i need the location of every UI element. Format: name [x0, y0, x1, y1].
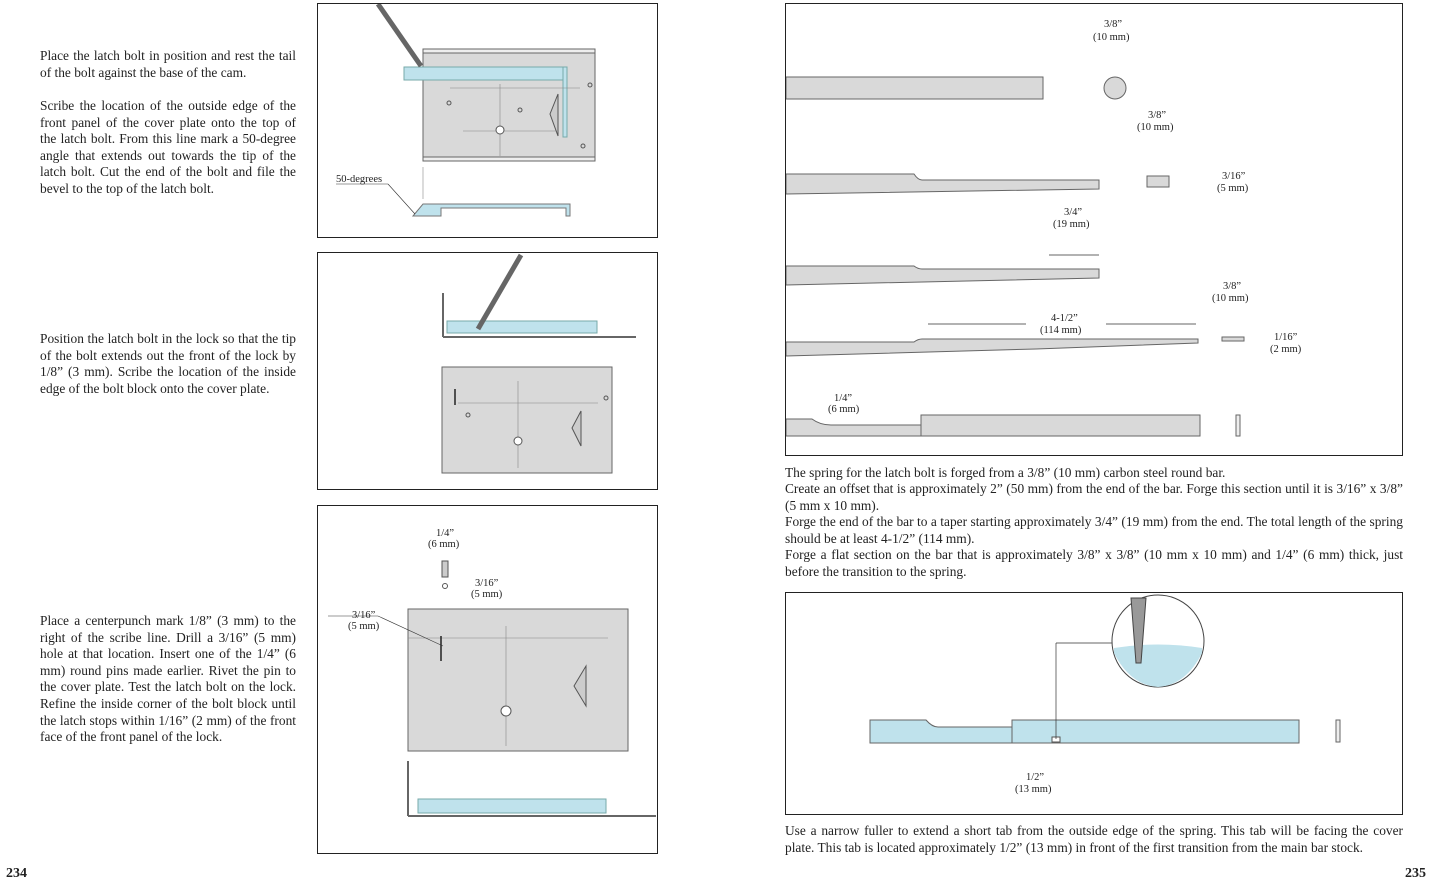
- dim-label: 4-1/2”: [1051, 313, 1078, 324]
- dim-label: 1/16”: [1274, 332, 1298, 343]
- dim-label: 3/4”: [1064, 207, 1082, 218]
- dim-label: (13 mm): [1015, 784, 1052, 795]
- pin-dim-label: 1/4”: [436, 528, 454, 539]
- instruction-paragraph: Forge a flat section on the bar that is …: [785, 547, 1403, 579]
- dim-label: 1/4”: [834, 393, 852, 404]
- lock-diagram: 50-degrees: [336, 4, 596, 217]
- instruction-paragraph: Place a centerpunch mark 1/8” (3 mm) to …: [40, 613, 296, 745]
- instruction-paragraph: Forge the end of the bar to a taper star…: [785, 514, 1403, 546]
- dim-label: (6 mm): [828, 404, 860, 415]
- dim-label: 1/2”: [1026, 772, 1044, 783]
- figure-scribe-bevel: 50-degrees: [317, 3, 658, 238]
- dim-label: 3/16”: [1222, 171, 1246, 182]
- pin-dim-mm: (6 mm): [428, 539, 460, 550]
- instruction-paragraph: Position the latch bolt in the lock so t…: [40, 331, 296, 396]
- dim-label: (114 mm): [1040, 325, 1082, 336]
- instruction-paragraph: Create an offset that is approximately 2…: [785, 481, 1403, 513]
- dim-label: (5 mm): [1217, 183, 1249, 194]
- lock-diagram: [441, 253, 636, 474]
- lock-diagram: 1/4” (6 mm) 3/16” (5 mm) 3/16” (5 mm): [328, 528, 656, 817]
- figure-position-bolt: [317, 252, 658, 490]
- dim-label: (19 mm): [1053, 219, 1090, 230]
- page-number: 234: [6, 866, 27, 881]
- spring-tab-diagram: 1/2” (13 mm): [869, 594, 1341, 795]
- figure-spring-forging: 3/8” (10 mm) 3/8” (10 mm) 3/16” (5 mm) 3…: [785, 3, 1403, 456]
- dim-label: (10 mm): [1137, 122, 1174, 133]
- angle-label: 50-degrees: [336, 174, 382, 185]
- hole-dim-mm: (5 mm): [471, 589, 503, 600]
- offset-dim-mm: (5 mm): [348, 621, 380, 632]
- instruction-paragraph: Place the latch bolt in position and res…: [40, 48, 296, 80]
- page-number: 235: [1405, 866, 1426, 881]
- dim-label: 3/8”: [1148, 110, 1166, 121]
- instruction-paragraph: Scribe the location of the outside edge …: [40, 98, 296, 196]
- figure-fuller-tab: 1/2” (13 mm): [785, 592, 1403, 815]
- dim-label: 3/8”: [1104, 19, 1122, 30]
- figure-pin-rivet: 1/4” (6 mm) 3/16” (5 mm) 3/16” (5 mm): [317, 505, 658, 854]
- dim-label: (10 mm): [1093, 32, 1130, 43]
- dim-label: (10 mm): [1212, 293, 1249, 304]
- dim-label: (2 mm): [1270, 344, 1302, 355]
- figure-caption: Use a narrow fuller to extend a short ta…: [785, 823, 1403, 855]
- dim-label: 3/8”: [1223, 281, 1241, 292]
- hole-dim-label: 3/16”: [475, 578, 499, 589]
- instruction-paragraph: The spring for the latch bolt is forged …: [785, 465, 1226, 480]
- spring-diagram: 3/8” (10 mm) 3/8” (10 mm) 3/16” (5 mm) 3…: [786, 19, 1302, 437]
- offset-dim-label: 3/16”: [352, 610, 376, 621]
